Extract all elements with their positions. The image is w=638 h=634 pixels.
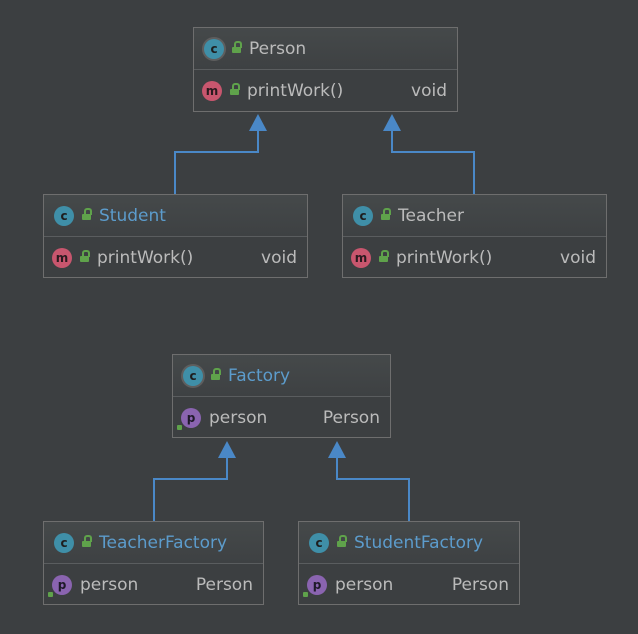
class-name: StudentFactory	[354, 532, 484, 553]
class-header: c Teacher	[343, 195, 606, 237]
class-icon: c	[54, 205, 74, 226]
edge-student-person	[174, 128, 259, 194]
edge-arrowhead-teacher-person	[383, 114, 401, 131]
class-name: Teacher	[398, 205, 464, 226]
class-header: c Student	[44, 195, 307, 237]
member-row[interactable]: m printWork() void	[44, 237, 307, 278]
member-row[interactable]: m printWork() void	[343, 237, 606, 278]
class-node-student[interactable]: c Student m printWork() void	[43, 194, 308, 278]
member-row[interactable]: m printWork() void	[194, 70, 457, 111]
edge-arrowhead-teacherfactory-factory	[218, 441, 236, 458]
class-header: c Factory	[173, 355, 390, 397]
edge-teacherfactory-factory	[153, 455, 228, 521]
class-node-teacherfactory[interactable]: c TeacherFactory p person Person	[43, 521, 264, 605]
public-lock-icon	[337, 534, 347, 547]
member-name: printWork()	[247, 80, 344, 101]
member-row[interactable]: p person Person	[299, 564, 519, 605]
edge-arrowhead-studentfactory-factory	[328, 441, 346, 458]
public-lock-icon	[82, 207, 92, 220]
member-name: person	[209, 407, 268, 428]
member-name: printWork()	[97, 247, 194, 268]
class-name: Factory	[228, 365, 291, 386]
public-lock-icon	[381, 207, 391, 220]
member-type: Person	[195, 574, 253, 595]
member-type: void	[261, 247, 297, 268]
property-icon: p	[48, 574, 72, 597]
member-type: void	[411, 80, 447, 101]
class-node-person[interactable]: c Person m printWork() void	[193, 27, 458, 112]
class-header: c TeacherFactory	[44, 522, 263, 564]
class-node-teacher[interactable]: c Teacher m printWork() void	[342, 194, 607, 278]
method-icon: m	[351, 247, 371, 268]
class-name: Person	[249, 38, 307, 59]
class-name: Student	[99, 205, 166, 226]
member-name: printWork()	[396, 247, 493, 268]
class-header: c StudentFactory	[299, 522, 519, 564]
class-icon: c	[54, 532, 74, 553]
member-name: person	[335, 574, 394, 595]
class-icon-abstract: c	[204, 38, 224, 59]
member-name: person	[80, 574, 139, 595]
public-lock-icon	[232, 40, 242, 53]
class-icon: c	[309, 532, 329, 553]
class-node-studentfactory[interactable]: c StudentFactory p person Person	[298, 521, 520, 605]
property-icon: p	[303, 574, 327, 597]
edge-teacher-person	[391, 128, 475, 194]
member-row[interactable]: p person Person	[44, 564, 263, 605]
member-type: void	[560, 247, 596, 268]
class-icon-abstract: c	[183, 365, 203, 386]
member-row[interactable]: p person Person	[173, 397, 390, 438]
method-icon: m	[52, 247, 72, 268]
member-type: Person	[322, 407, 380, 428]
property-icon: p	[177, 407, 201, 430]
edge-studentfactory-factory	[336, 455, 410, 521]
method-icon: m	[202, 80, 222, 101]
class-icon: c	[353, 205, 373, 226]
public-lock-icon	[230, 82, 240, 95]
public-lock-icon	[211, 367, 221, 380]
member-type: Person	[451, 574, 509, 595]
class-name: TeacherFactory	[99, 532, 228, 553]
class-header: c Person	[194, 28, 457, 70]
public-lock-icon	[82, 534, 92, 547]
edge-arrowhead-student-person	[249, 114, 267, 131]
class-node-factory[interactable]: c Factory p person Person	[172, 354, 391, 438]
public-lock-icon	[80, 249, 90, 262]
public-lock-icon	[379, 249, 389, 262]
